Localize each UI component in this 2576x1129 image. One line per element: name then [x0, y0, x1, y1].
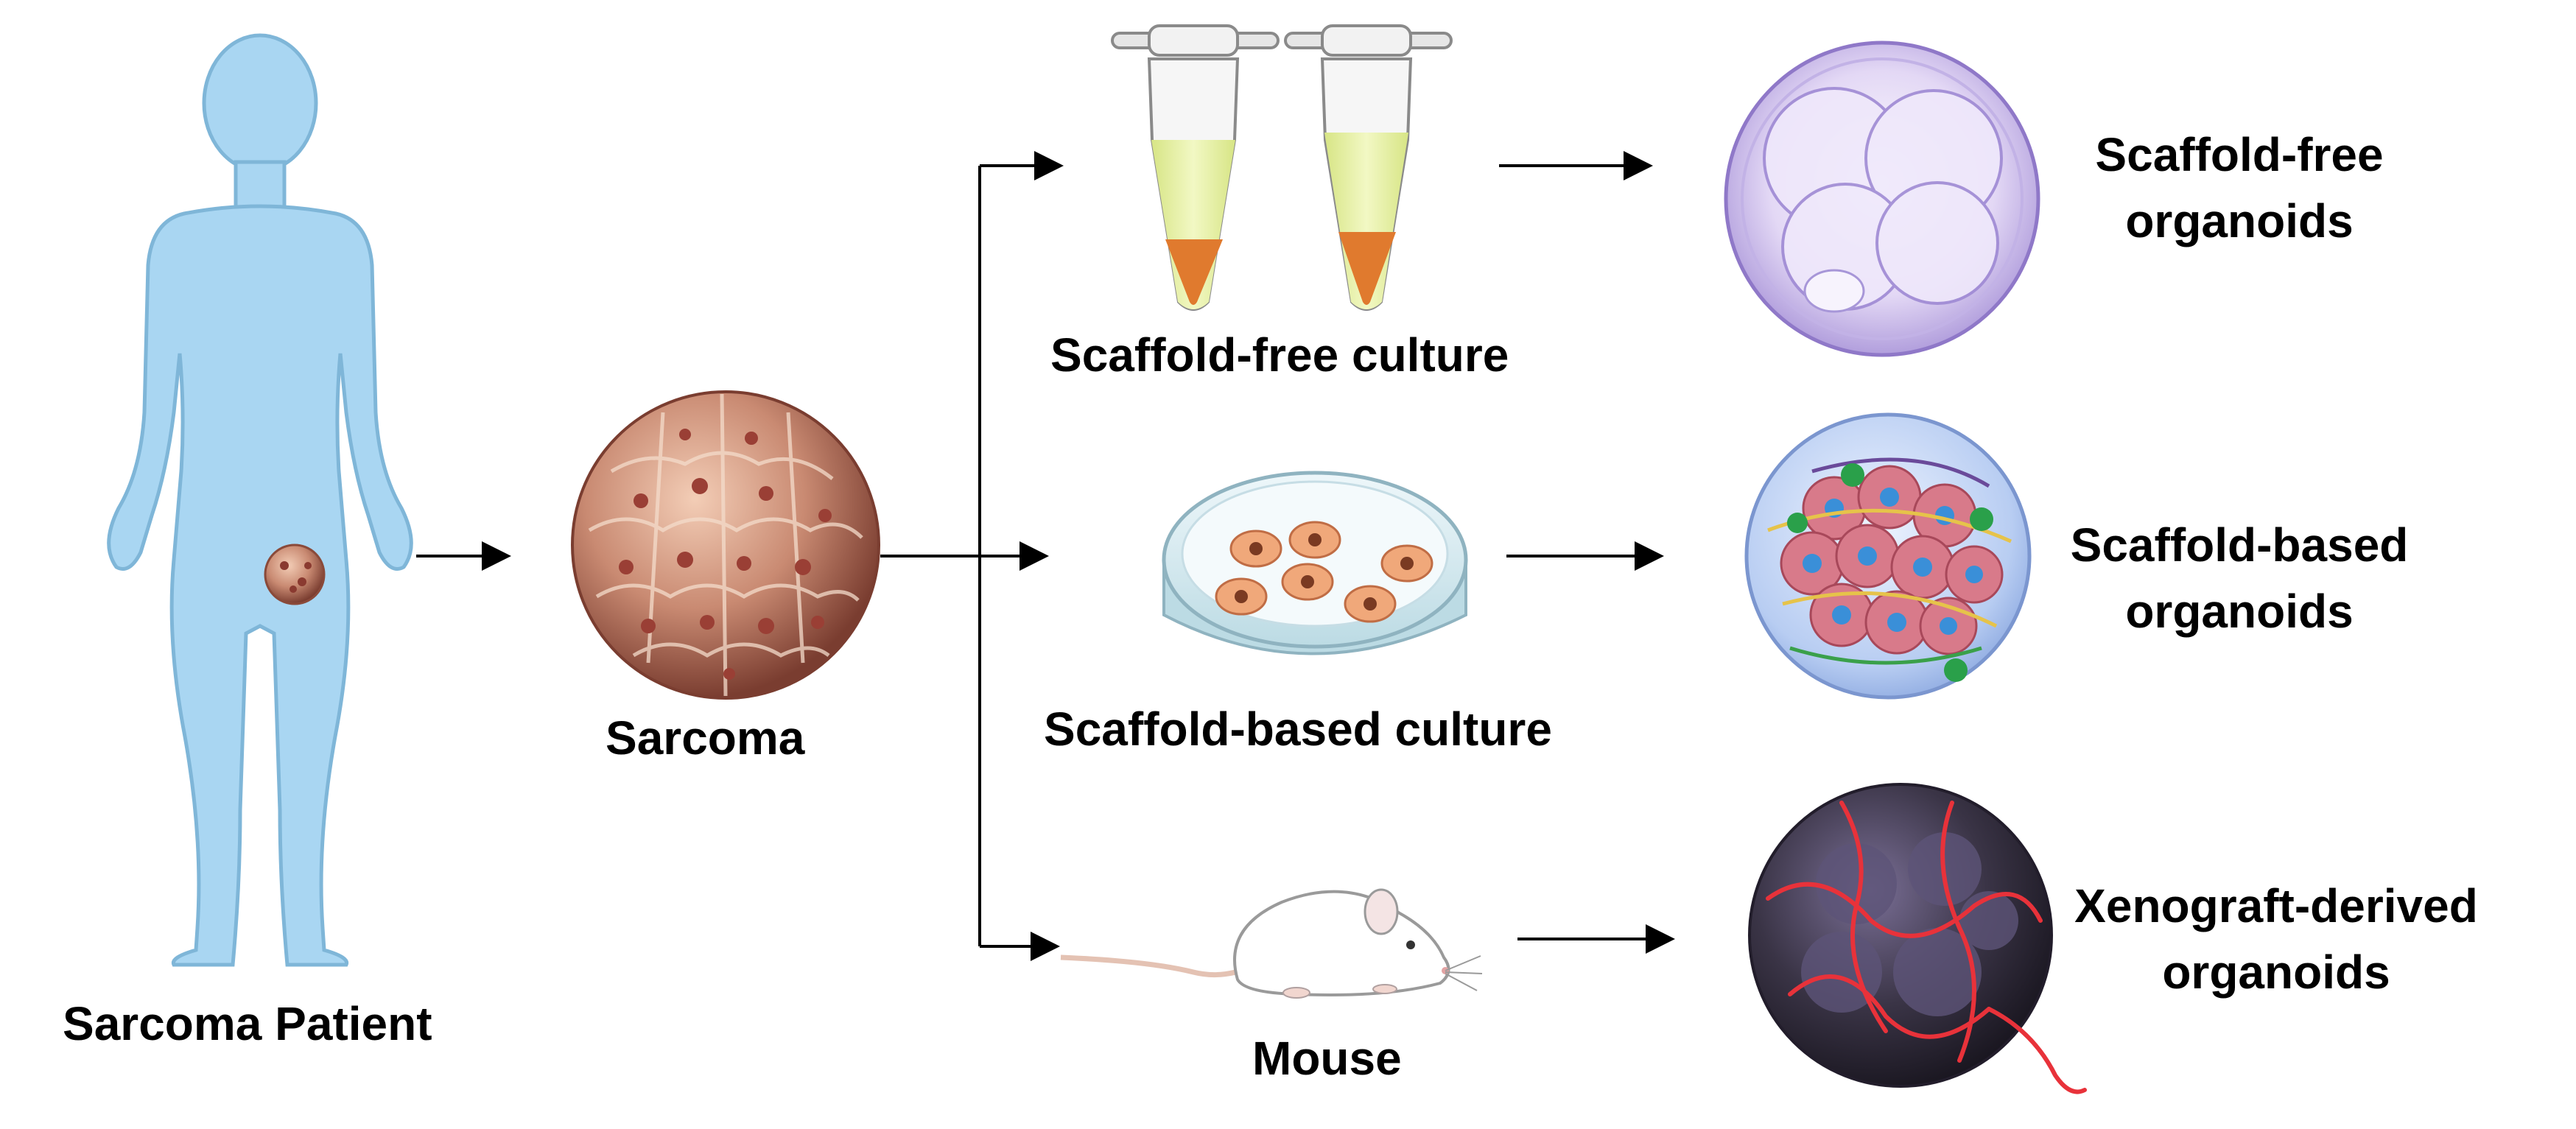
body-tumor-icon — [264, 544, 326, 605]
xenograft-organoids-line1: Xenograft-derived — [2074, 879, 2478, 932]
tube-icon-right — [1284, 24, 1453, 311]
petri-dish-icon — [1162, 471, 1468, 655]
scaffold-free-organoids-line2: organoids — [2125, 194, 2354, 247]
scaffold-free-culture-label: Scaffold-free culture — [1050, 328, 1509, 381]
scaffold-based-organoids-line1: Scaffold-based — [2070, 518, 2409, 571]
scaffold-free-organoids-line1: Scaffold-free — [2095, 128, 2384, 181]
flow-arrows — [416, 151, 1675, 961]
xenograft-organoids-line2: organoids — [2162, 946, 2390, 999]
xenograft-organoid-icon — [1748, 783, 2087, 1094]
scaffold-based-culture-label: Scaffold-based culture — [1044, 703, 1552, 756]
xenograft-organoids-label: Xenograft-derived organoids — [2018, 873, 2534, 1005]
mouse-icon — [1060, 888, 1483, 999]
scaffold-free-organoids-label: Scaffold-free organoids — [1982, 122, 2497, 254]
mouse-label: Mouse — [1252, 1032, 1402, 1085]
tube-icon-left — [1111, 24, 1280, 311]
scaffold-based-organoids-line2: organoids — [2125, 585, 2354, 638]
scaffold-free-organoid-icon — [1724, 41, 2040, 357]
patient-label: Sarcoma Patient — [63, 997, 432, 1050]
scaffold-based-organoid-icon — [1744, 412, 2032, 700]
sarcoma-tumor-icon — [571, 390, 880, 700]
scaffold-based-organoids-label: Scaffold-based organoids — [1982, 512, 2497, 644]
patient-silhouette — [107, 33, 413, 967]
sarcoma-label: Sarcoma — [606, 711, 805, 764]
